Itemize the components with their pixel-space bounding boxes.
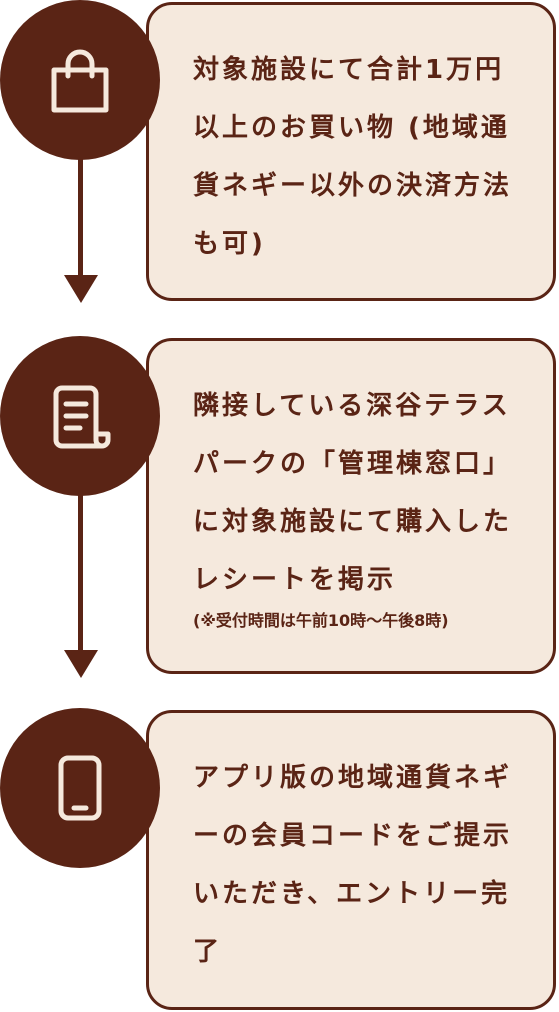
step-2-icon-circle bbox=[0, 336, 160, 496]
step-1-arrow-down-icon bbox=[64, 275, 98, 303]
receipt-icon bbox=[53, 385, 111, 449]
step-2-text: 隣接している深谷テラスパークの「管理棟窓口」に対象施設にて購入したレシートを掲示… bbox=[193, 377, 533, 631]
step-1-connector-line bbox=[78, 150, 83, 278]
step-1-icon-circle bbox=[0, 0, 160, 160]
step-1-text: 対象施設にて合計1万円以上のお買い物 (地域通貨ネギー以外の決済方法も可) bbox=[193, 55, 513, 259]
step-2-main-text: 隣接している深谷テラスパークの「管理棟窓口」に対象施設にて購入したレシートを掲示 bbox=[193, 391, 513, 595]
step-3-text: アプリ版の地域通貨ネギーの会員コードをご提示いただき、エントリー完了 bbox=[193, 763, 513, 967]
step-1: 対象施設にて合計1万円以上のお買い物 (地域通貨ネギー以外の決済方法も可) bbox=[0, 0, 559, 303]
shopping-bag-icon bbox=[51, 49, 109, 113]
step-3: アプリ版の地域通貨ネギーの会員コードをご提示いただき、エントリー完了 bbox=[0, 708, 559, 1012]
step-1-card: 対象施設にて合計1万円以上のお買い物 (地域通貨ネギー以外の決済方法も可) bbox=[146, 2, 556, 301]
step-3-card: アプリ版の地域通貨ネギーの会員コードをご提示いただき、エントリー完了 bbox=[146, 710, 556, 1010]
step-2: 隣接している深谷テラスパークの「管理棟窓口」に対象施設にて購入したレシートを掲示… bbox=[0, 336, 559, 678]
step-2-arrow-down-icon bbox=[64, 650, 98, 678]
smartphone-icon bbox=[58, 755, 102, 821]
step-2-card: 隣接している深谷テラスパークの「管理棟窓口」に対象施設にて購入したレシートを掲示… bbox=[146, 338, 556, 674]
step-3-icon-circle bbox=[0, 708, 160, 868]
step-2-connector-line bbox=[78, 486, 83, 654]
step-2-note: (※受付時間は午前10時～午後8時) bbox=[193, 611, 449, 630]
